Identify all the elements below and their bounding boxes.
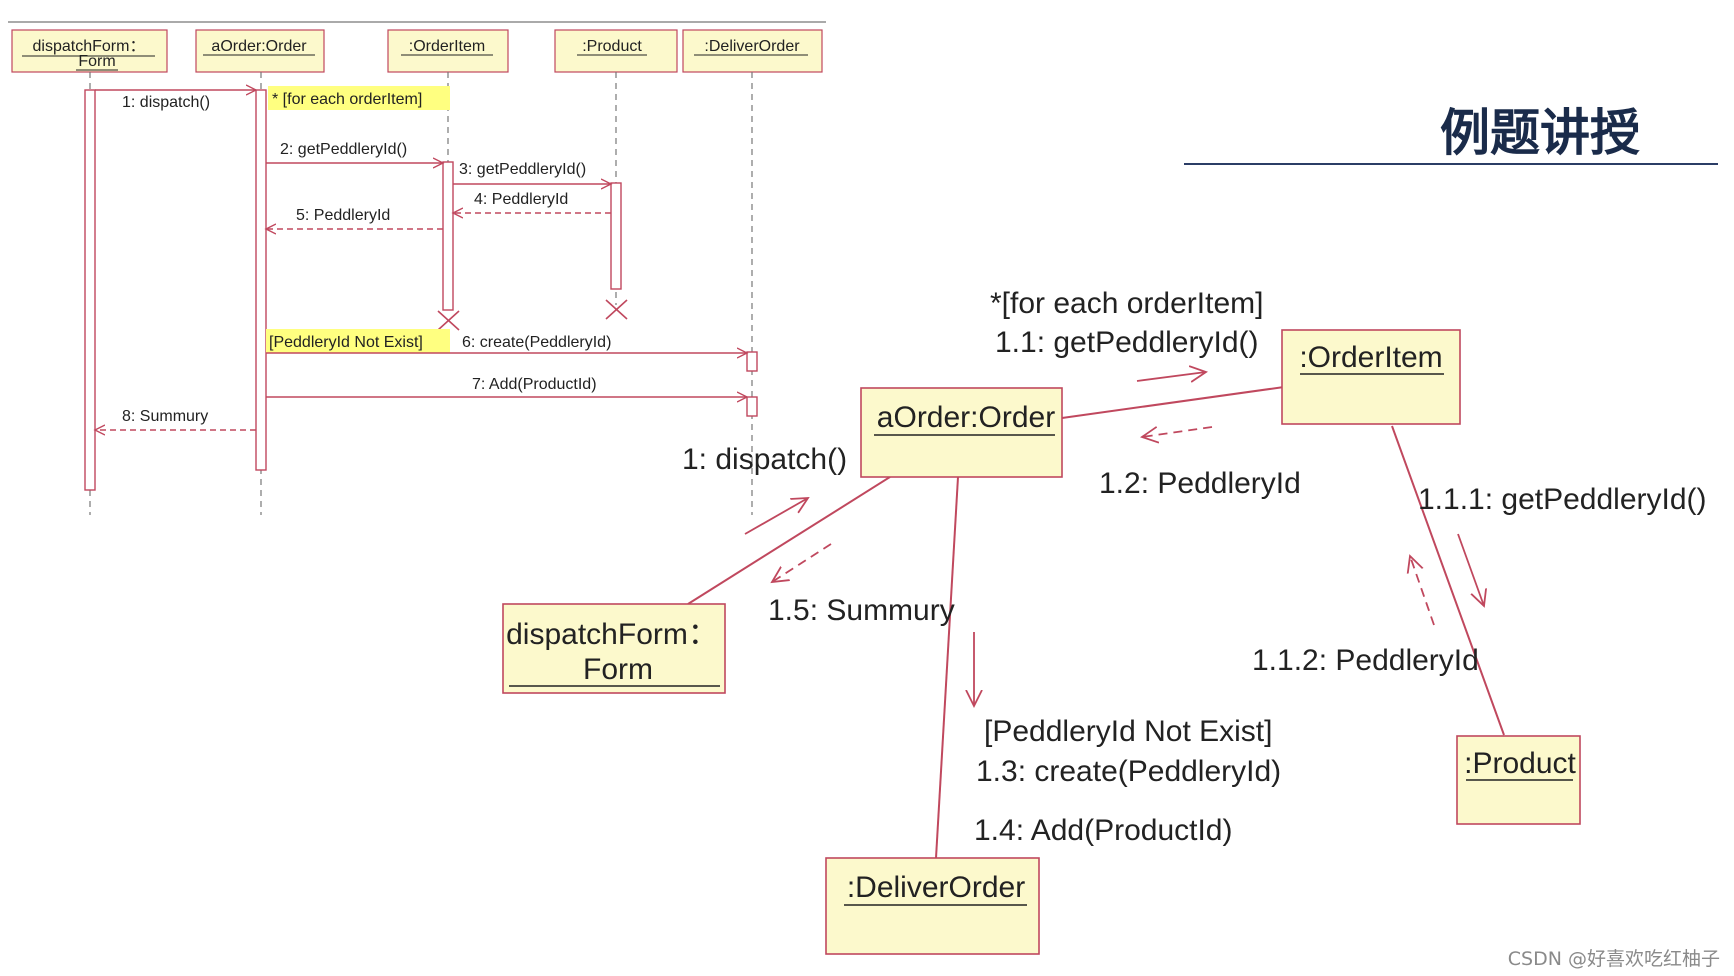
collaboration-diagram: aOrder:Order :OrderItem :Product dispatc…: [502, 287, 1707, 955]
link-order-deliver: [935, 476, 959, 859]
collab-label-loop: *[for each orderItem]: [990, 287, 1263, 320]
collab-object-orderitem-label: :OrderItem: [1299, 341, 1442, 374]
collab-arrow-1-1-2: [1410, 556, 1435, 626]
collab-arrow-1-1-1: [1457, 533, 1484, 606]
seq-object-order: aOrder:Order: [195, 29, 325, 73]
seq-msg-2: 2: getPeddleryId(): [280, 141, 407, 158]
collab-label-1-1-2: 1.1.2: PeddleryId: [1252, 644, 1479, 677]
destroy-mark-product: [605, 299, 628, 320]
seq-lifelines: [89, 72, 753, 515]
seq-object-form-label: dispatchForm：: [33, 38, 146, 55]
destroy-mark-orderitem: [437, 310, 460, 331]
seq-msg-6: 6: create(PeddleryId): [462, 334, 611, 351]
seq-object-orderitem: :OrderItem: [387, 29, 509, 73]
activation-deliverorder-1: [746, 351, 758, 372]
collab-label-guard: [PeddleryId Not Exist]: [984, 715, 1272, 748]
seq-note-loop-label: * [for each orderItem]: [272, 91, 422, 108]
collab-message-labels: *[for each orderItem] 1.1: getPeddleryId…: [682, 287, 1707, 847]
sequence-diagram: dispatchForm： Form aOrder:Order :OrderIt…: [8, 21, 826, 515]
collab-object-form: dispatchForm： Form: [502, 603, 726, 694]
watermark: CSDN @好喜欢吃红柚子: [1508, 948, 1720, 970]
seq-note-guard: [PeddleryId Not Exist]: [266, 329, 450, 353]
collab-object-order-label: aOrder:Order: [877, 401, 1055, 434]
seq-msg-8: 8: Summury: [122, 408, 208, 425]
activation-orderitem: [442, 161, 454, 311]
seq-message-labels: 1: dispatch() 2: getPeddleryId() 3: getP…: [122, 94, 611, 425]
collab-object-deliverorder-label: :DeliverOrder: [847, 871, 1025, 904]
seq-object-product-label: :Product: [582, 38, 642, 55]
collab-label-1-5: 1.5: Summury: [768, 594, 955, 627]
seq-object-order-label: aOrder:Order: [211, 38, 307, 55]
collab-arrow-1-5: [772, 543, 832, 582]
link-order-orderitem: [1061, 386, 1285, 419]
seq-note-guard-label: [PeddleryId Not Exist]: [269, 334, 423, 351]
activation-form: [84, 89, 96, 491]
collab-message-arrows: [744, 372, 1484, 706]
activation-deliverorder-2: [746, 396, 758, 417]
slide-header: 例题讲授: [1184, 104, 1718, 165]
collab-arrow-1-2: [1142, 427, 1213, 437]
seq-messages: [95, 90, 747, 430]
collab-object-orderitem: :OrderItem: [1281, 329, 1461, 425]
seq-destroy-marks: [437, 299, 628, 331]
seq-msg-3: 3: getPeddleryId(): [459, 161, 586, 178]
seq-object-deliverorder-label: :DeliverOrder: [704, 38, 800, 55]
collab-object-form-label-2: Form: [583, 653, 653, 686]
collab-label-1-4: 1.4: Add(ProductId): [974, 814, 1233, 847]
seq-msg-5: 5: PeddleryId: [296, 207, 390, 224]
collab-object-product-label: :Product: [1464, 747, 1576, 780]
activation-order: [255, 89, 267, 471]
seq-note-loop: * [for each orderItem]: [268, 86, 450, 110]
seq-activations: [84, 89, 758, 491]
seq-object-form-label-2: Form: [78, 53, 115, 70]
collab-label-1-1: 1.1: getPeddleryId(): [995, 326, 1258, 359]
link-orderitem-product: [1391, 425, 1505, 736]
seq-object-orderitem-label: :OrderItem: [409, 38, 485, 55]
collab-object-form-label: dispatchForm：: [506, 618, 718, 651]
activation-product: [610, 182, 622, 290]
seq-object-product: :Product: [554, 29, 678, 73]
collab-links: [687, 386, 1505, 859]
link-order-form: [687, 476, 891, 605]
collab-object-product: :Product: [1456, 735, 1581, 825]
collab-arrow-1: [744, 498, 808, 535]
collab-label-1: 1: dispatch(): [682, 443, 847, 476]
seq-msg-1: 1: dispatch(): [122, 94, 210, 111]
seq-object-form: dispatchForm： Form: [11, 29, 168, 73]
seq-msg-7: 7: Add(ProductId): [472, 376, 597, 393]
slide-title: 例题讲授: [1440, 104, 1640, 162]
collab-object-deliverorder: :DeliverOrder: [825, 857, 1040, 955]
seq-msg-4: 4: PeddleryId: [474, 191, 568, 208]
seq-object-deliverorder: :DeliverOrder: [682, 29, 823, 73]
collab-label-1-2: 1.2: PeddleryId: [1099, 467, 1301, 500]
collab-arrow-1-1: [1136, 372, 1206, 381]
collab-object-order: aOrder:Order: [860, 387, 1063, 478]
collab-label-1-3: 1.3: create(PeddleryId): [976, 755, 1281, 788]
collab-label-1-1-1: 1.1.1: getPeddleryId(): [1418, 483, 1707, 516]
